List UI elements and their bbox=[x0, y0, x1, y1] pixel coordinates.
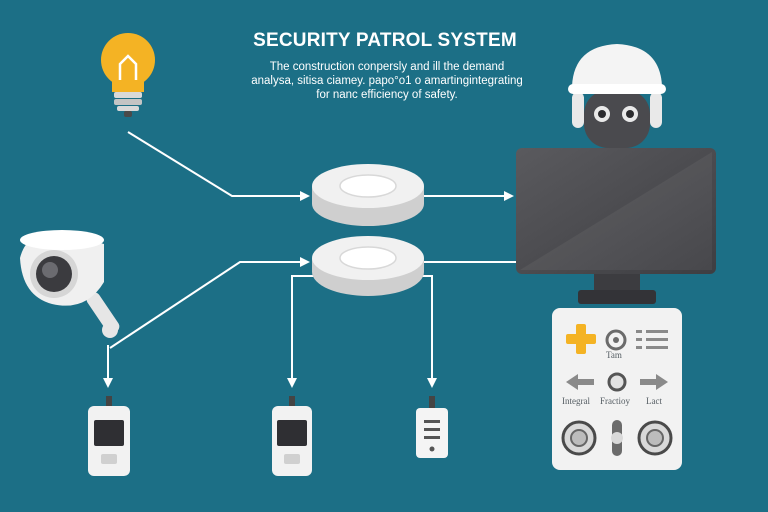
connector-hub-to-device-3 bbox=[410, 275, 437, 388]
center-button[interactable] bbox=[607, 372, 627, 392]
lightbulb-icon bbox=[101, 33, 155, 117]
subtitle-line: analysa, sitisa ciamey. papo°o1 o amarti… bbox=[251, 75, 523, 87]
left-knob[interactable] bbox=[561, 420, 597, 456]
connector-light-to-hub bbox=[127, 131, 310, 201]
page-title: SECURITY PATROL SYSTEM bbox=[253, 30, 517, 51]
panel-label-lact: Lact bbox=[646, 396, 662, 406]
arrow-left-icon[interactable] bbox=[566, 374, 594, 390]
connector-hub-to-device-2 bbox=[287, 275, 318, 388]
menu-icon[interactable] bbox=[636, 330, 668, 349]
right-knob[interactable] bbox=[637, 420, 673, 456]
control-panel bbox=[552, 308, 682, 470]
panel-label-top: Tam bbox=[606, 350, 622, 360]
security-camera-icon bbox=[20, 230, 120, 338]
subtitle-line: The construction conpersly and ill the d… bbox=[269, 61, 505, 73]
record-button[interactable] bbox=[605, 329, 627, 351]
sensor-device-icon bbox=[416, 396, 448, 458]
subtitle-line: for nanc efficiency of safety. bbox=[316, 89, 458, 101]
center-slider[interactable] bbox=[611, 420, 623, 456]
arrow-right-icon[interactable] bbox=[640, 374, 668, 390]
handheld-device-icon bbox=[272, 396, 312, 476]
hub-disc-icon bbox=[312, 236, 424, 296]
plus-icon bbox=[566, 324, 596, 354]
monitor-icon bbox=[516, 148, 716, 304]
hub-disc-icon bbox=[312, 164, 424, 226]
panel-label-fractioy: Fractioy bbox=[600, 396, 630, 406]
handheld-device-icon bbox=[88, 396, 130, 476]
connector-camera-to-hub bbox=[109, 257, 310, 349]
panel-label-integral: Integral bbox=[562, 396, 590, 406]
page-subtitle: The construction conpersly and ill the d… bbox=[232, 60, 542, 102]
robot-guard-icon bbox=[568, 44, 666, 148]
